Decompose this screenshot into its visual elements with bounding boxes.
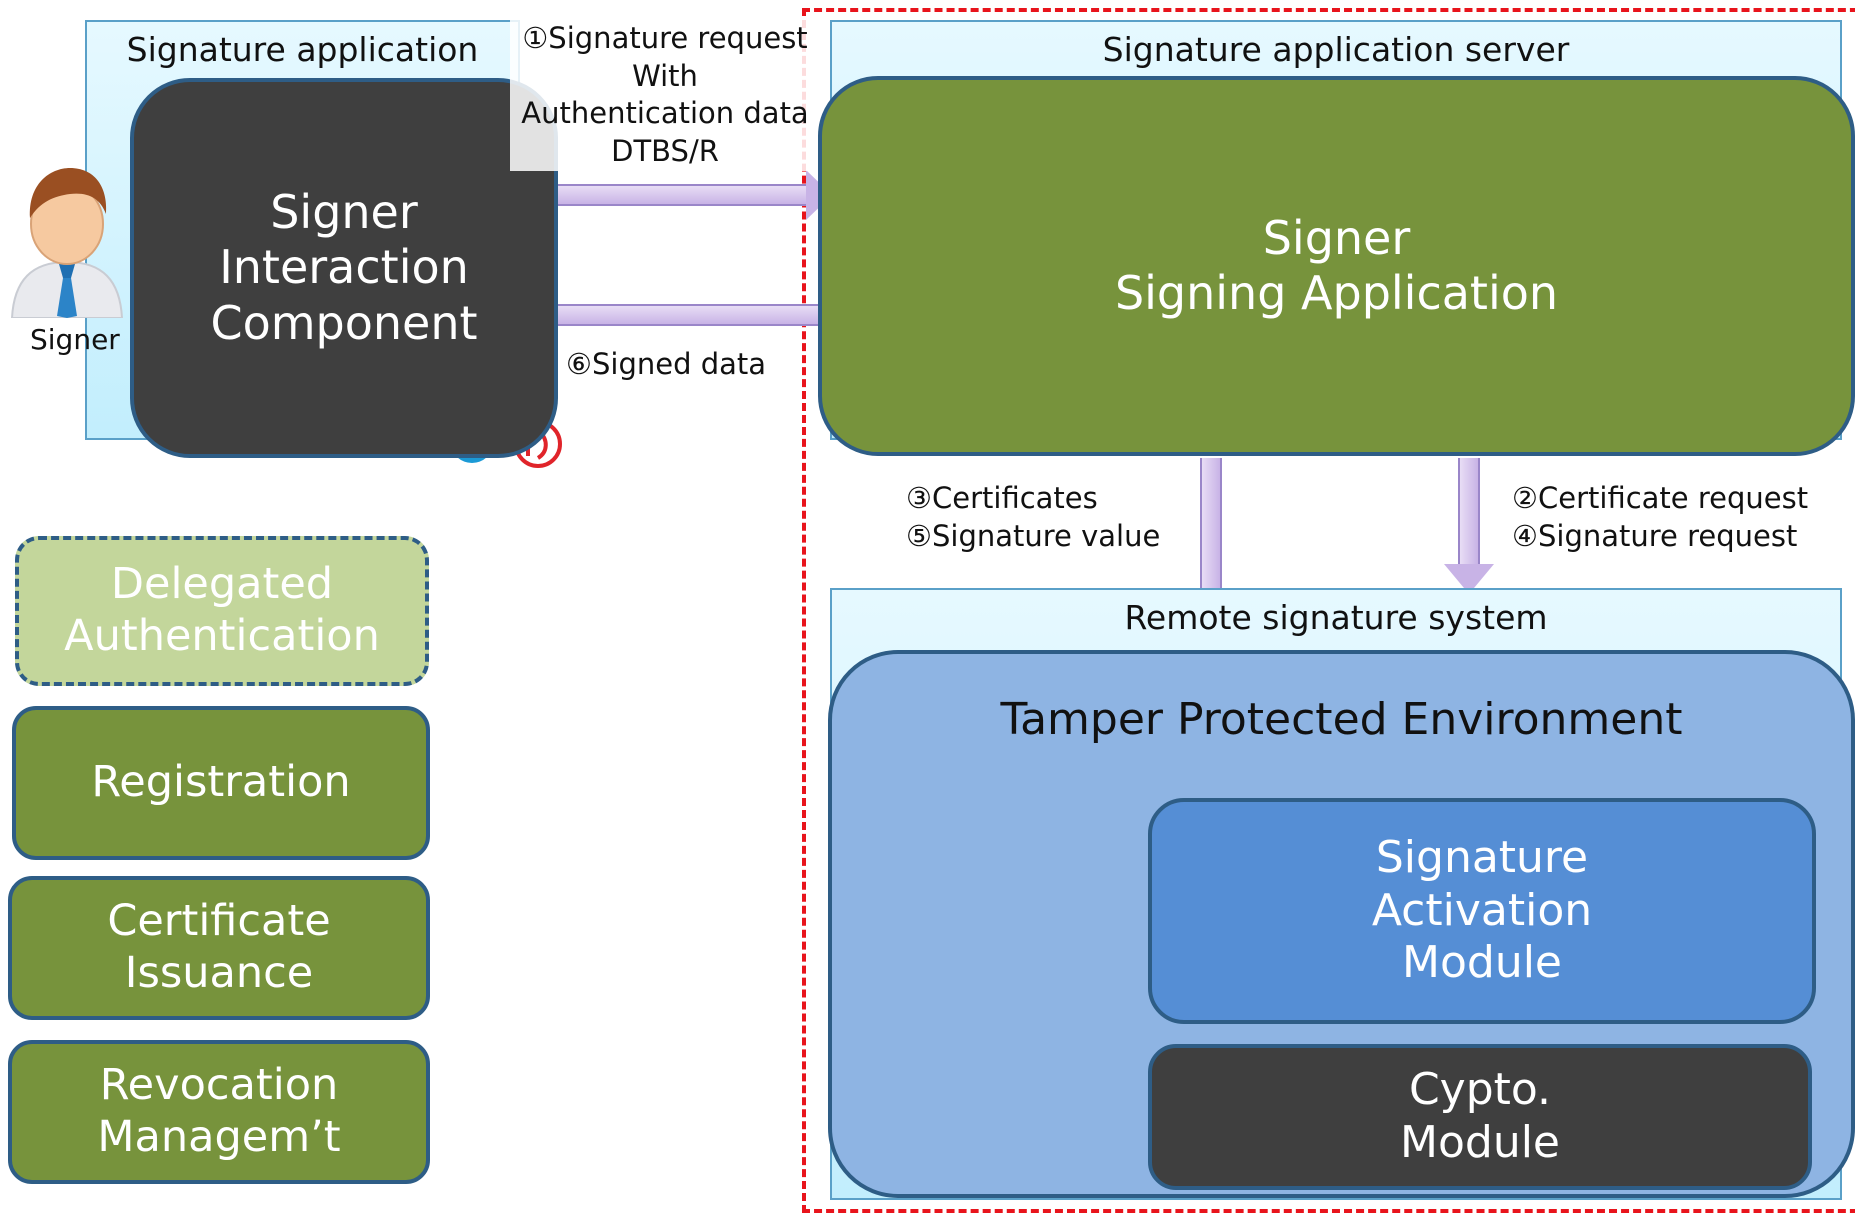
revocation-management-box: Revocation Managem’t (8, 1040, 430, 1184)
signature-application-title: Signature application (126, 30, 479, 69)
registration-box: Registration (12, 706, 430, 860)
signature-application-server-title: Signature application server (1102, 30, 1570, 69)
signer-interaction-component: Signer Interaction Component (130, 78, 558, 458)
remote-signature-system-title: Remote signature system (1124, 598, 1548, 637)
signer-person-icon (8, 158, 126, 319)
remote-boundary-dashed (802, 8, 1855, 1213)
certificate-request-label: ②Certificate request ④Signature request (1512, 481, 1809, 553)
signer-signing-application: Signer Signing Application (818, 76, 1855, 456)
certificate-issuance-box: Certificate Issuance (8, 876, 430, 1020)
certificates-label: ③Certificates ⑤Signature value (906, 481, 1161, 553)
signature-request-arrow (558, 184, 808, 206)
certificate-request-arrow (1458, 458, 1480, 566)
delegated-authentication-box: Delegated Authentication (15, 536, 429, 686)
certificates-arrow (1200, 458, 1222, 594)
tamper-protected-environment-title: Tamper Protected Environment (1000, 694, 1683, 745)
signature-activation-module: Signature Activation Module (1148, 798, 1816, 1024)
signer-label: Signer (30, 323, 120, 356)
signed-data-label: ⑥Signed data (566, 347, 767, 381)
signed-data-arrow (558, 304, 828, 326)
crypto-module: Cypto. Module (1148, 1044, 1812, 1190)
signature-request-label: ①Signature request With Authentication d… (510, 20, 820, 171)
